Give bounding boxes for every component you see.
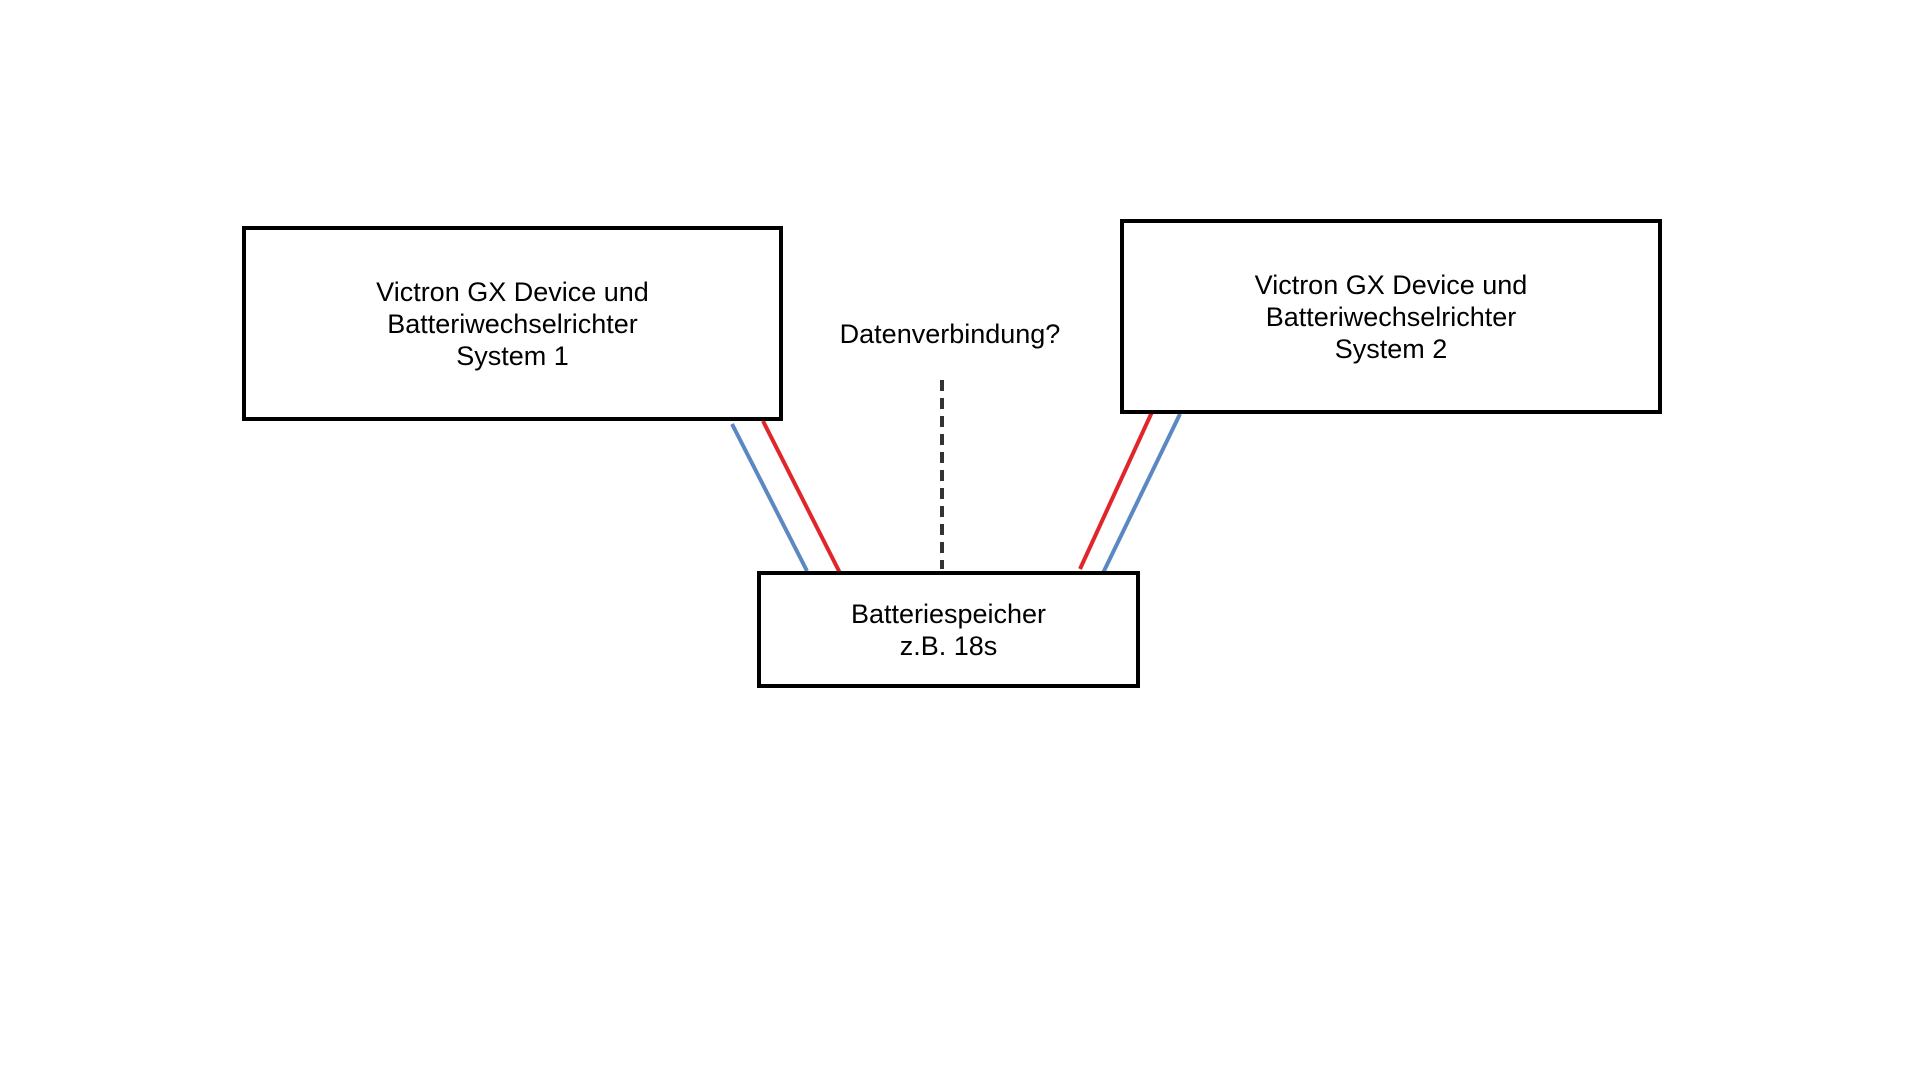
system2-negative-wire: [1101, 413, 1182, 574]
battery-storage-box: Batteriespeicher z.B. 18s: [757, 571, 1140, 688]
system1-box: Victron GX Device und Batteriwechselrich…: [242, 226, 783, 421]
system1-positive-wire: [761, 420, 843, 576]
system1-negative-wire: [730, 423, 809, 572]
storage-line2: z.B. 18s: [899, 630, 998, 661]
system2-line2: Batteriwechselrichter: [1265, 301, 1517, 332]
system1-line2: Batteriwechselrichter: [387, 308, 638, 339]
system2-line3: System 2: [1334, 333, 1448, 364]
system1-line1: Victron GX Device und: [376, 276, 649, 307]
system2-box: Victron GX Device und Batteriwechselrich…: [1120, 219, 1662, 414]
system1-line3: System 1: [456, 340, 569, 371]
storage-line1: Batteriespeicher: [850, 598, 1047, 629]
data-link-label: Datenverbindung?: [839, 319, 1061, 349]
system2-line1: Victron GX Device und: [1254, 269, 1528, 300]
system2-positive-wire: [1078, 411, 1154, 570]
